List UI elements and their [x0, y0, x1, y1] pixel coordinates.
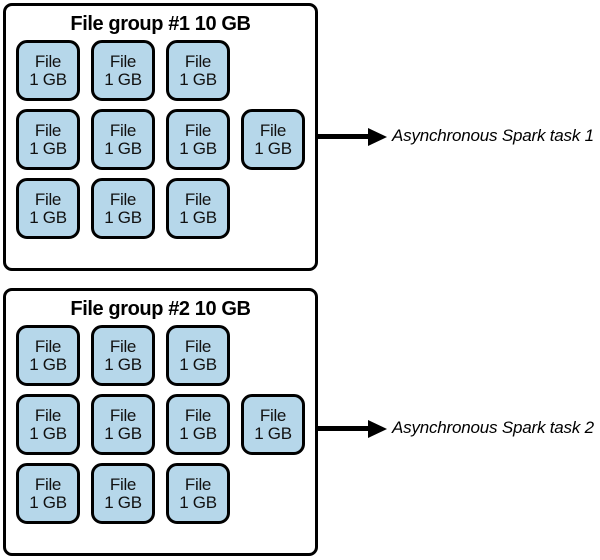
file-box: File 1 GB: [91, 394, 155, 455]
file-group-title-1: File group #1 10 GB: [70, 13, 251, 35]
arrow-shaft: [318, 426, 370, 431]
file-box-label: File: [34, 474, 62, 494]
file-box: File 1 GB: [166, 178, 230, 239]
file-box: File 1 GB: [16, 178, 80, 239]
file-row: File 1 GB File 1 GB File 1 GB: [16, 325, 315, 386]
arrow-head: [368, 128, 387, 146]
file-box: File 1 GB: [16, 325, 80, 386]
file-box-label: File: [184, 189, 212, 209]
file-grid-2: File 1 GB File 1 GB File 1 GB File 1 GB: [6, 325, 315, 524]
file-row: File 1 GB File 1 GB File 1 GB: [16, 178, 315, 239]
file-box: File 1 GB: [91, 109, 155, 170]
file-box: File 1 GB: [16, 394, 80, 455]
file-box-size: 1 GB: [29, 423, 67, 443]
file-box: File 1 GB: [91, 325, 155, 386]
file-box: File 1 GB: [16, 463, 80, 524]
arrow-right-icon-1: [318, 128, 388, 146]
file-box-size: 1 GB: [29, 69, 67, 89]
spark-task-label-2: Asynchronous Spark task 2: [392, 418, 594, 437]
file-box-size: 1 GB: [104, 207, 142, 227]
file-group-container-1: File group #1 10 GB File 1 GB File 1 GB …: [3, 3, 318, 271]
file-box-size: 1 GB: [179, 423, 217, 443]
file-box: File 1 GB: [166, 463, 230, 524]
file-box-size: 1 GB: [104, 69, 142, 89]
file-box: File 1 GB: [166, 325, 230, 386]
file-box: File 1 GB: [166, 109, 230, 170]
file-box-label: File: [34, 336, 62, 356]
file-box-label: File: [184, 474, 212, 494]
file-box-size: 1 GB: [104, 138, 142, 158]
arrow-right-icon-2: [318, 420, 388, 438]
file-box-size: 1 GB: [254, 423, 292, 443]
file-box: File 1 GB: [166, 394, 230, 455]
file-box-label: File: [109, 189, 137, 209]
file-box-size: 1 GB: [179, 492, 217, 512]
file-grid-1: File 1 GB File 1 GB File 1 GB File 1 GB: [6, 40, 315, 239]
arrow-shaft: [318, 134, 370, 139]
file-box-size: 1 GB: [29, 138, 67, 158]
file-box: File 1 GB: [16, 109, 80, 170]
file-row: File 1 GB File 1 GB File 1 GB: [16, 40, 315, 101]
file-box-label: File: [34, 189, 62, 209]
file-box-label: File: [184, 405, 212, 425]
spark-task-label-1: Asynchronous Spark task 1: [392, 126, 594, 145]
file-box-size: 1 GB: [104, 423, 142, 443]
file-box-label: File: [184, 120, 212, 140]
file-box: File 1 GB: [16, 40, 80, 101]
file-row: File 1 GB File 1 GB File 1 GB File 1 GB: [16, 394, 315, 455]
file-row: File 1 GB File 1 GB File 1 GB File 1 GB: [16, 109, 315, 170]
file-box: File 1 GB: [241, 109, 305, 170]
file-row: File 1 GB File 1 GB File 1 GB: [16, 463, 315, 524]
file-box: File 1 GB: [91, 178, 155, 239]
file-box-size: 1 GB: [179, 69, 217, 89]
file-box-label: File: [109, 51, 137, 71]
file-box-label: File: [259, 405, 287, 425]
file-box-label: File: [34, 51, 62, 71]
file-box-size: 1 GB: [254, 138, 292, 158]
file-box-label: File: [109, 120, 137, 140]
file-box-label: File: [184, 336, 212, 356]
file-box-size: 1 GB: [29, 354, 67, 374]
file-box-size: 1 GB: [29, 492, 67, 512]
file-box-size: 1 GB: [104, 492, 142, 512]
file-box: File 1 GB: [91, 40, 155, 101]
file-box-size: 1 GB: [29, 207, 67, 227]
file-box: File 1 GB: [241, 394, 305, 455]
file-box-size: 1 GB: [179, 354, 217, 374]
file-box-size: 1 GB: [179, 138, 217, 158]
file-box-label: File: [109, 474, 137, 494]
file-box-label: File: [109, 336, 137, 356]
file-box-label: File: [109, 405, 137, 425]
file-box-size: 1 GB: [104, 354, 142, 374]
file-group-container-2: File group #2 10 GB File 1 GB File 1 GB …: [3, 288, 318, 556]
file-box-label: File: [259, 120, 287, 140]
file-box-label: File: [34, 120, 62, 140]
file-box-label: File: [184, 51, 212, 71]
file-box-size: 1 GB: [179, 207, 217, 227]
file-box-label: File: [34, 405, 62, 425]
arrow-head: [368, 420, 387, 438]
file-group-title-2: File group #2 10 GB: [70, 298, 251, 320]
file-box: File 1 GB: [91, 463, 155, 524]
file-box: File 1 GB: [166, 40, 230, 101]
